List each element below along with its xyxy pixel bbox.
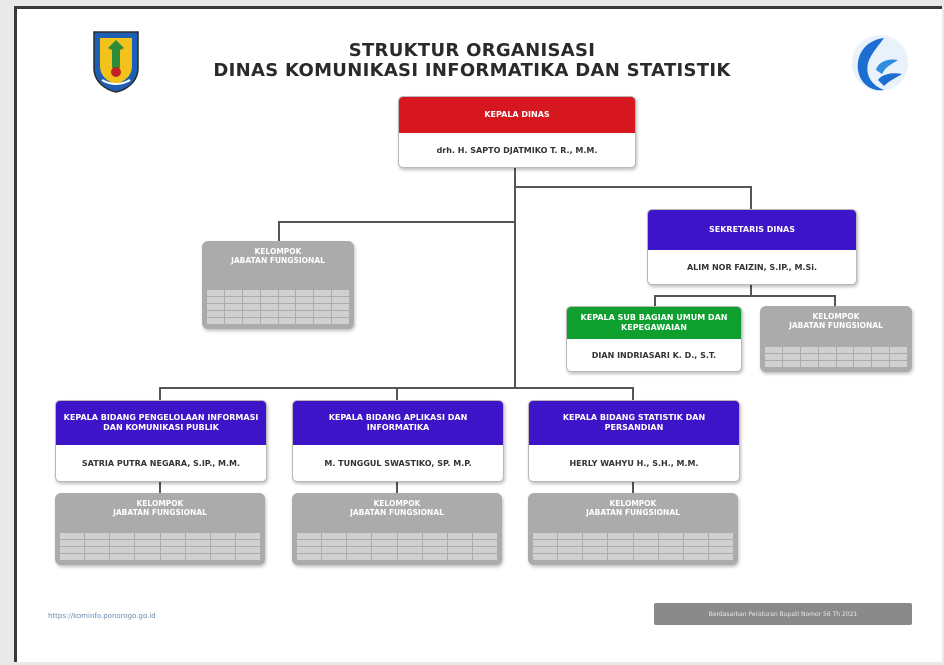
connector-line	[750, 282, 752, 296]
kelompok-label: KELOMPOK	[812, 312, 860, 321]
jabatan-fungsional-label: JABATAN FUNGSIONAL	[231, 256, 325, 265]
sekretaris-dinas-box: SEKRETARIS DINAS ALIM NOR FAIZIN, S.IP.,…	[647, 209, 857, 285]
connector-line	[278, 221, 280, 243]
subbag-umum-name: DIAN INDRIASARI K. D., S.T.	[591, 350, 717, 360]
bidang-ikp-box: KEPALA BIDANG PENGELOLAAN INFORMASI DAN …	[55, 400, 267, 482]
kominfo-logo-icon	[852, 35, 908, 91]
kelompok-label: KELOMPOK	[136, 499, 184, 508]
connector-line	[159, 387, 161, 401]
connector-line	[632, 387, 634, 401]
connector-line	[514, 186, 752, 188]
kelompok-label: KELOMPOK	[373, 499, 421, 508]
bidang-statistik-name: HERLY WAHYU H., S.H., M.M.	[569, 458, 699, 468]
kepala-dinas-title: KEPALA DINAS	[399, 97, 635, 133]
title-line1: STRUKTUR ORGANISASI	[348, 40, 596, 61]
title-line2: DINAS KOMUNIKASI INFORMATIKA DAN STATIST…	[213, 60, 731, 81]
bidang-ikp-title: KEPALA BIDANG PENGELOLAAN INFORMASI DAN …	[56, 401, 266, 445]
connector-line	[396, 480, 398, 494]
connector-line	[654, 295, 656, 307]
jabatan-fungsional-label: JABATAN FUNGSIONAL	[113, 508, 207, 517]
connector-line	[654, 295, 836, 297]
subbag-umum-title: KEPALA SUB BAGIAN UMUM DAN KEPEGAWAIAN	[567, 307, 741, 339]
jabatan-fungsional-label: JABATAN FUNGSIONAL	[789, 321, 883, 330]
connector-line	[278, 221, 515, 223]
kepala-dinas-name: drh. H. SAPTO DJATMIKO T. R., M.M.	[436, 145, 598, 155]
sekretaris-dinas-name: ALIM NOR FAIZIN, S.IP., M.Si.	[686, 262, 818, 272]
member-grid	[297, 533, 497, 560]
jabatan-fungsional-label: JABATAN FUNGSIONAL	[586, 508, 680, 517]
kelompok-label: KELOMPOK	[254, 247, 302, 256]
bidang-statistik-box: KEPALA BIDANG STATISTIK DAN PERSANDIAN H…	[528, 400, 740, 482]
subbag-umum-box: KEPALA SUB BAGIAN UMUM DAN KEPEGAWAIAN D…	[566, 306, 742, 372]
connector-line	[750, 186, 752, 210]
bidang-aptika-box: KEPALA BIDANG APLIKASI DAN INFORMATIKA M…	[292, 400, 504, 482]
connector-line	[396, 387, 398, 401]
connector-line	[514, 166, 516, 388]
member-grid	[533, 533, 733, 560]
member-grid	[765, 347, 907, 367]
connector-line	[159, 480, 161, 494]
member-grid	[207, 290, 349, 324]
connector-line	[834, 295, 836, 307]
kelompok-label: KELOMPOK	[609, 499, 657, 508]
member-grid	[60, 533, 260, 560]
bidang-aptika-title: KEPALA BIDANG APLIKASI DAN INFORMATIKA	[293, 401, 503, 445]
connector-line	[632, 480, 634, 494]
website-url-link[interactable]: https://kominfo.ponorogo.go.id	[48, 612, 156, 620]
sekretaris-dinas-title: SEKRETARIS DINAS	[648, 210, 856, 250]
kepala-dinas-box: KEPALA DINAS drh. H. SAPTO DJATMIKO T. R…	[398, 96, 636, 168]
bidang-statistik-title: KEPALA BIDANG STATISTIK DAN PERSANDIAN	[529, 401, 739, 445]
regulation-note: Berdasarkan Peraturan Bupati Nomor 56 Th…	[654, 603, 912, 625]
ponorogo-crest-icon	[93, 31, 139, 93]
bidang-aptika-name: M. TUNGGUL SWASTIKO, SP. M.P.	[324, 458, 472, 468]
jabatan-fungsional-label: JABATAN FUNGSIONAL	[350, 508, 444, 517]
bidang-ikp-name: SATRIA PUTRA NEGARA, S.IP., M.M.	[81, 458, 241, 468]
